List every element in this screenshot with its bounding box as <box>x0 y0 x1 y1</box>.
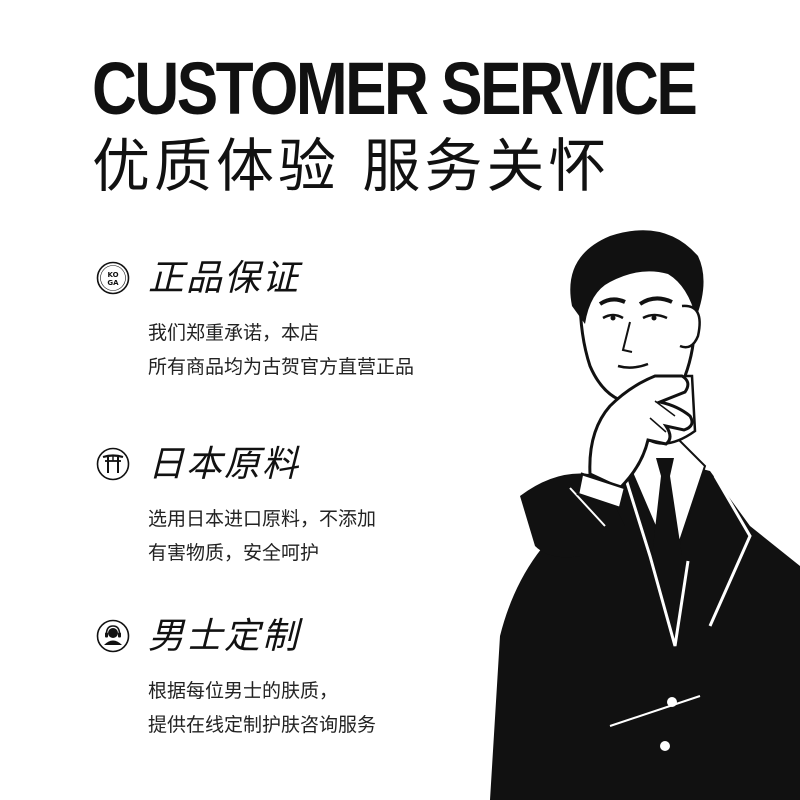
koga-logo-icon: KO GA <box>96 261 130 295</box>
hand-on-chin <box>588 374 694 490</box>
feature-description: 根据每位男士的肤质， 提供在线定制护肤咨询服务 <box>148 674 496 742</box>
feature-desc-line: 提供在线定制护肤咨询服务 <box>148 714 377 736</box>
feature-description: 我们郑重承诺，本店 所有商品均为古贺官方直营正品 <box>148 316 496 384</box>
feature-title: 正品保证 <box>148 258 301 299</box>
feature-description: 选用日本进口原料，不添加 有害物质，安全呵护 <box>148 502 496 570</box>
feature-desc-line: 所有商品均为古贺官方直营正品 <box>148 356 415 378</box>
feature-japanese-ingredients: 日本原料 选用日本进口原料，不添加 有害物质，安全呵护 <box>96 442 496 570</box>
necktie <box>652 458 682 581</box>
feature-authentic: KO GA 正品保证 我们郑重承诺，本店 所有商品均为古贺官方直营正品 <box>96 256 496 384</box>
feature-title: 男士定制 <box>148 616 301 657</box>
title-english: CUSTOMER SERVICE <box>92 47 698 130</box>
feature-desc-line: 我们郑重承诺，本店 <box>148 322 320 344</box>
customer-service-agent-icon <box>96 619 130 653</box>
feature-desc-line: 选用日本进口原料，不添加 <box>148 508 377 530</box>
koga-logo-text-top: KO <box>107 271 118 279</box>
koga-logo-text-bottom: GA <box>107 279 119 287</box>
feature-desc-line: 根据每位男士的肤质， <box>148 680 339 702</box>
torii-gate-icon <box>96 447 130 481</box>
feature-title: 日本原料 <box>148 444 301 485</box>
title-chinese: 优质体验 服务关怀 <box>92 132 611 200</box>
feature-custom-for-men: 男士定制 根据每位男士的肤质， 提供在线定制护肤咨询服务 <box>96 614 496 742</box>
hair <box>570 230 704 324</box>
feature-desc-line: 有害物质，安全呵护 <box>148 542 320 564</box>
man-in-suit-illustration <box>490 230 800 800</box>
